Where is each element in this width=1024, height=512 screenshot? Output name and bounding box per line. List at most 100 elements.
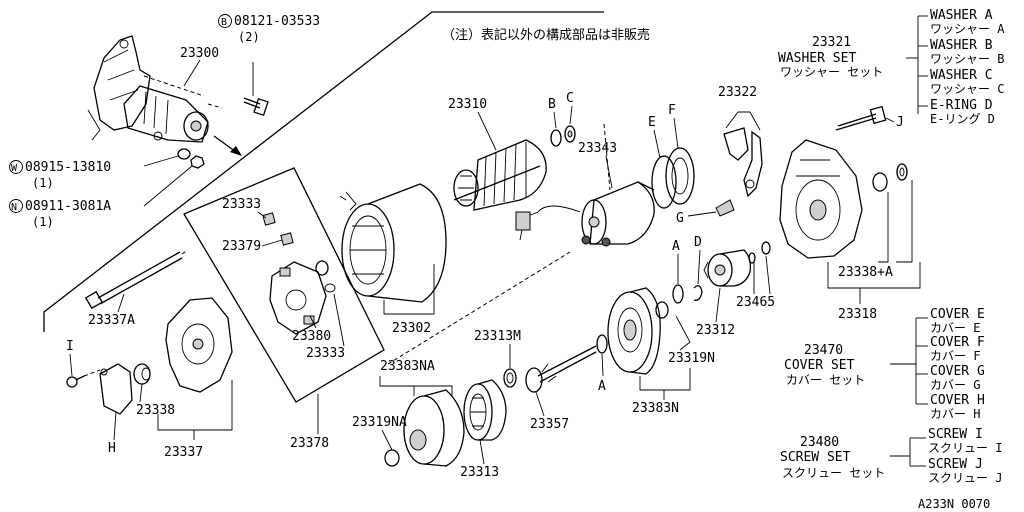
bush-23338a-illustration [872, 163, 908, 192]
brush-23333-illustration [262, 212, 336, 293]
label-23300: 23300 [180, 46, 219, 61]
washer-a-ering-d-illustration [672, 284, 703, 304]
screw-j-illustration [835, 105, 887, 131]
label-23480: 23480 [800, 435, 839, 450]
through-bolt-23337a-illustration [84, 249, 189, 310]
washer-item-2-jp: ワッシャー C [930, 82, 1004, 96]
cover-set-callout: 23470 COVER SET カバー セット COVER E カバー E CO… [784, 307, 985, 421]
label-letter-a-top: A [672, 239, 680, 254]
internal-gear-23383n-illustration [607, 287, 669, 375]
figure-code: A233N 0070 [918, 497, 990, 511]
label-letter-j: J [896, 115, 904, 130]
cover-set-en: COVER SET [784, 358, 855, 373]
label-letter-i: I [66, 339, 74, 354]
rear-cover-23337-illustration [165, 297, 233, 393]
label-letter-h: H [108, 441, 116, 456]
label-letter-f: F [668, 103, 676, 118]
washer-item-1-jp: ワッシャー B [930, 52, 1004, 66]
assembly-frame-lines [43, 11, 604, 403]
label-23313: 23313 [460, 465, 499, 480]
label-letter-a-bottom: A [598, 379, 606, 394]
bearing-23313-illustration [463, 379, 507, 441]
label-23383na: 23383NA [380, 359, 435, 374]
assembly-dash-line [387, 251, 571, 365]
washer-item-0-jp: ワッシャー A [930, 22, 1005, 36]
pinion-shaft-23357-illustration [525, 345, 597, 393]
gear-housing-23318-illustration [779, 139, 863, 259]
label-23313m: 23313M [474, 329, 521, 344]
cover-item-3-jp: カバー H [930, 407, 980, 421]
washer-item-2-en: WASHER C [930, 68, 993, 83]
label-23333-bottom: 23333 [306, 346, 345, 361]
label-08911-prefix: N [11, 202, 17, 213]
cover-h-illustration [99, 363, 133, 415]
label-23380: 23380 [292, 329, 331, 344]
washer-set-en: WASHER SET [778, 51, 856, 66]
shift-lever-23322-illustration [723, 127, 763, 198]
label-letter-b: B [548, 97, 556, 112]
brush-holder-23380-illustration [269, 261, 327, 335]
washer-item-3-en: E-RING D [930, 98, 993, 113]
cover-item-1-en: COVER F [930, 335, 985, 350]
label-23379: 23379 [222, 239, 261, 254]
bolt-08121-illustration [243, 62, 269, 117]
screw-set-jp: スクリュー セット [782, 466, 885, 480]
direction-arrow [213, 135, 242, 156]
cover-item-0-en: COVER E [930, 307, 985, 322]
screw-set-en: SCREW SET [780, 450, 851, 465]
label-23357: 23357 [530, 417, 569, 432]
label-23337: 23337 [164, 445, 203, 460]
label-08121-qty: (2) [238, 30, 260, 44]
label-08121: 08121-03533 [234, 14, 320, 29]
label-23312: 23312 [696, 323, 735, 338]
cover-item-1-jp: カバー F [930, 349, 980, 363]
label-23378: 23378 [290, 436, 329, 451]
label-23343: 23343 [578, 141, 617, 156]
screw-item-0-en: SCREW I [928, 427, 983, 442]
label-letter-d: D [694, 235, 702, 250]
label-08915-qty: (1) [32, 176, 54, 190]
label-letter-e: E [648, 115, 656, 130]
cover-e-f-illustration [651, 147, 695, 209]
label-08915-prefix: W [11, 163, 18, 174]
cover-item-3-en: COVER H [930, 393, 985, 408]
washer-set-callout: 23321 WASHER SET ワッシャー セット WASHER A ワッシャ… [778, 8, 1005, 126]
label-23338a: 23338+A [838, 265, 893, 280]
label-23465: 23465 [736, 295, 775, 310]
retainer-ring-23465-illustration [748, 241, 771, 264]
gear-23313m-illustration [503, 368, 517, 388]
screw-item-1-en: SCREW J [928, 457, 983, 472]
washer-nut-08915-08911-illustration [177, 148, 205, 169]
starter-assembly-23300-illustration [123, 75, 223, 143]
label-23322: 23322 [718, 85, 757, 100]
screw-item-1-jp: スクリュー J [928, 471, 1002, 485]
label-23302: 23302 [392, 321, 431, 336]
washer-item-0-en: WASHER A [930, 8, 993, 23]
washer-a-lower-illustration [596, 334, 608, 354]
washer-item-1-en: WASHER B [930, 38, 993, 53]
label-23333-top: 23333 [222, 197, 261, 212]
label-08911-qty: (1) [32, 215, 54, 229]
label-23337a: 23337A [88, 313, 135, 328]
label-23310: 23310 [448, 97, 487, 112]
washer-set-jp: ワッシャー セット [780, 65, 883, 79]
cover-item-0-jp: カバー E [930, 321, 980, 335]
label-08915: 08915-13810 [25, 160, 111, 175]
label-letter-g: G [676, 211, 684, 226]
cover-item-2-en: COVER G [930, 364, 985, 379]
gear-housing-23383na-illustration [384, 389, 465, 467]
washer-item-3-jp: E-リング D [930, 112, 995, 126]
label-23319n: 23319N [668, 351, 715, 366]
screw-item-0-jp: スクリュー I [928, 441, 1002, 455]
armature-23310-illustration [453, 139, 547, 211]
washer-b-c-illustration [550, 125, 576, 147]
label-23321: 23321 [812, 35, 851, 50]
screw-i-illustration [66, 369, 101, 388]
label-08911: 08911-3081A [25, 199, 111, 214]
label-23383n: 23383N [632, 401, 679, 416]
screw-set-callout: 23480 SCREW SET スクリュー セット SCREW I スクリュー … [780, 427, 1002, 485]
cover-item-2-jp: カバー G [930, 378, 980, 392]
yoke-23302-illustration [339, 183, 447, 303]
